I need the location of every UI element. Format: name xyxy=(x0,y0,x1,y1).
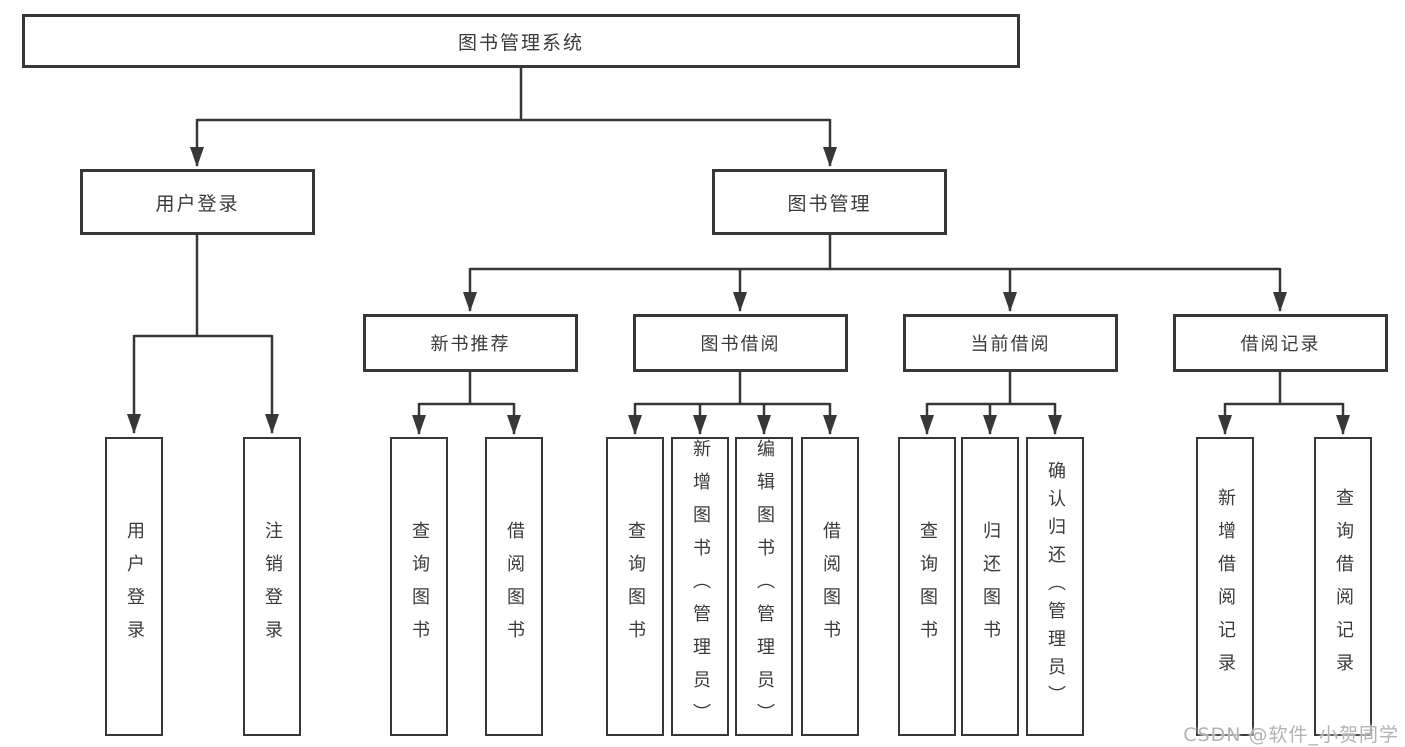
node-book-borrow: 图书借阅 xyxy=(633,314,848,372)
leaf-borrow-books: 借阅图书 xyxy=(801,437,859,736)
leaf-confirm-return-admin: 确认归还（管理员） xyxy=(1026,437,1084,736)
leaf-borrow-books-recommend: 借阅图书 xyxy=(485,437,543,736)
node-user-login: 用户登录 xyxy=(80,169,315,235)
node-book-management: 图书管理 xyxy=(712,169,947,235)
node-label: 图书管理系统 xyxy=(457,31,584,54)
node-label: 借阅图书 xyxy=(820,520,841,653)
leaf-query-books-recommend: 查询图书 xyxy=(390,437,448,736)
leaf-add-borrow-record: 新增借阅记录 xyxy=(1196,437,1254,736)
node-label: 当前借阅 xyxy=(970,334,1051,355)
node-label: 图书借阅 xyxy=(700,334,781,355)
node-label: 借阅记录 xyxy=(1240,334,1321,355)
node-label: 新书推荐 xyxy=(430,334,511,355)
leaf-edit-books-admin: 编辑图书（管理员） xyxy=(735,437,793,736)
leaf-query-books-current: 查询图书 xyxy=(898,437,956,736)
node-current-borrow: 当前借阅 xyxy=(903,314,1118,372)
leaf-return-books: 归还图书 xyxy=(961,437,1019,736)
node-label: 注销登录 xyxy=(262,520,283,653)
watermark: CSDN @软件_小贺同学 xyxy=(1183,724,1399,746)
node-label: 用户登录 xyxy=(155,192,240,215)
node-label: 查询图书 xyxy=(409,520,430,653)
leaf-add-books-admin: 新增图书（管理员） xyxy=(671,437,729,736)
node-label: 编辑图书（管理员） xyxy=(754,439,775,736)
node-label: 归还图书 xyxy=(980,520,1001,653)
node-label: 新增借阅记录 xyxy=(1215,487,1236,686)
leaf-query-books-borrow: 查询图书 xyxy=(606,437,664,736)
node-new-book-recommend: 新书推荐 xyxy=(363,314,578,372)
node-label: 图书管理 xyxy=(787,192,872,215)
leaf-query-borrow-record: 查询借阅记录 xyxy=(1314,437,1372,736)
node-label: 新增图书（管理员） xyxy=(690,439,711,736)
node-label: 用户登录 xyxy=(124,520,145,653)
leaf-logout-login: 注销登录 xyxy=(243,437,301,736)
node-borrow-records: 借阅记录 xyxy=(1173,314,1388,372)
leaf-user-login: 用户登录 xyxy=(105,437,163,736)
node-library-management-system: 图书管理系统 xyxy=(22,14,1020,68)
node-label: 查询借阅记录 xyxy=(1333,487,1354,686)
node-label: 查询图书 xyxy=(917,520,938,653)
node-label: 确认归还（管理员） xyxy=(1045,460,1066,713)
node-label: 借阅图书 xyxy=(504,520,525,653)
node-label: 查询图书 xyxy=(625,520,646,653)
